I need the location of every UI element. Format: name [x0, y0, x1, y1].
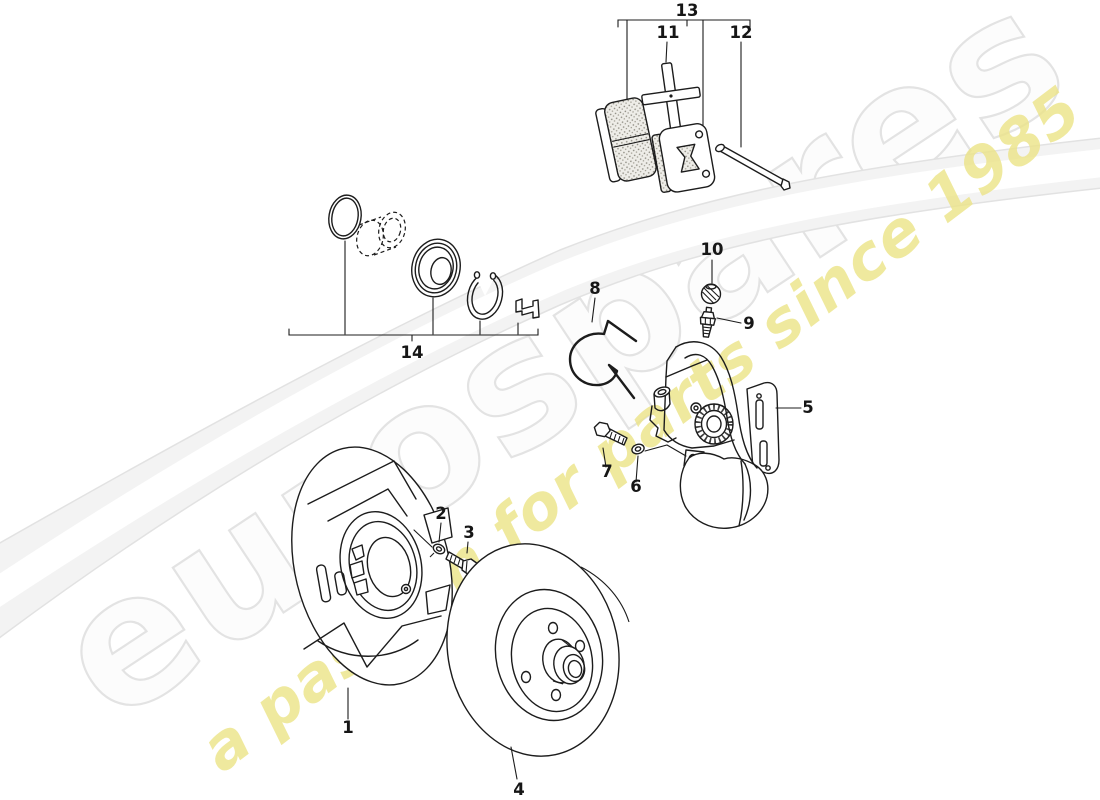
caliper-mount-hole: [690, 402, 702, 414]
leader-9: [716, 317, 742, 324]
bolt-washer: [631, 443, 645, 455]
callout-labels: 1 2 3 4 5 6 7 8 9 10 11 12 13 14: [342, 1, 813, 799]
caliper-hardware-group: [568, 259, 742, 400]
leader-3: [466, 541, 469, 554]
callout-label-5: 5: [802, 398, 813, 417]
snap-ring: [466, 267, 504, 320]
pad-spreader-spring: [641, 62, 701, 130]
callout-label-1: 1: [342, 718, 353, 737]
bleeder-valve: [699, 306, 717, 338]
brake-disc-group: [446, 543, 630, 780]
callout-label-4: 4: [513, 780, 524, 799]
caliper-piston-bore: [694, 403, 734, 445]
leader-2: [413, 522, 442, 548]
callout-label-2: 2: [435, 504, 446, 523]
brake-pad-outer: [595, 97, 657, 183]
caliper-repair-kit-group: [288, 194, 540, 342]
callout-label-6: 6: [630, 477, 641, 496]
brake-caliper-group: [593, 341, 802, 529]
callout-label-12: 12: [730, 23, 753, 42]
callout-label-8: 8: [589, 279, 600, 298]
callout-label-3: 3: [463, 523, 474, 542]
disc-center-boss: [542, 638, 586, 685]
callout-label-10: 10: [701, 240, 724, 259]
piston-o-ring: [328, 194, 362, 240]
callout-label-7: 7: [601, 462, 612, 481]
callout-label-11: 11: [657, 23, 680, 42]
brake-pad-set-group: [595, 19, 791, 193]
caliper-bridge: [675, 341, 758, 469]
bracket-14-connectors: [344, 240, 519, 335]
leader-7: [602, 447, 607, 468]
background-swoosh: [0, 137, 1100, 639]
guide-bolt: [593, 421, 628, 446]
splash-shield-hub-hole: [366, 536, 412, 598]
caliper-left-edge: [665, 346, 677, 378]
caliper-fluid-boss: [649, 386, 677, 443]
shield-washer: [429, 543, 446, 558]
brake-pad-inner: [651, 123, 716, 193]
callout-label-9: 9: [743, 314, 754, 333]
bracket-14: [288, 328, 539, 342]
pad-retaining-pin: [714, 143, 791, 191]
caliper-lower-body: [679, 452, 769, 529]
retaining-clip: [515, 298, 540, 319]
bracket-13-drop-lines: [626, 19, 704, 128]
callout-label-14: 14: [401, 343, 424, 362]
leader-11: [665, 41, 668, 63]
piston-dust-boot: [411, 238, 461, 298]
caliper-piston-hidden: [356, 211, 406, 257]
washer-assembly-line: [644, 444, 687, 457]
splash-shield-group: [291, 446, 479, 720]
leader-6: [635, 455, 639, 483]
leader-4: [510, 746, 518, 780]
caliper-spring-clip: [568, 319, 638, 400]
callout-label-13: 13: [676, 1, 699, 20]
leader-8: [591, 297, 596, 323]
bleeder-dust-cap: [700, 283, 722, 305]
bracket-13: [617, 19, 751, 28]
